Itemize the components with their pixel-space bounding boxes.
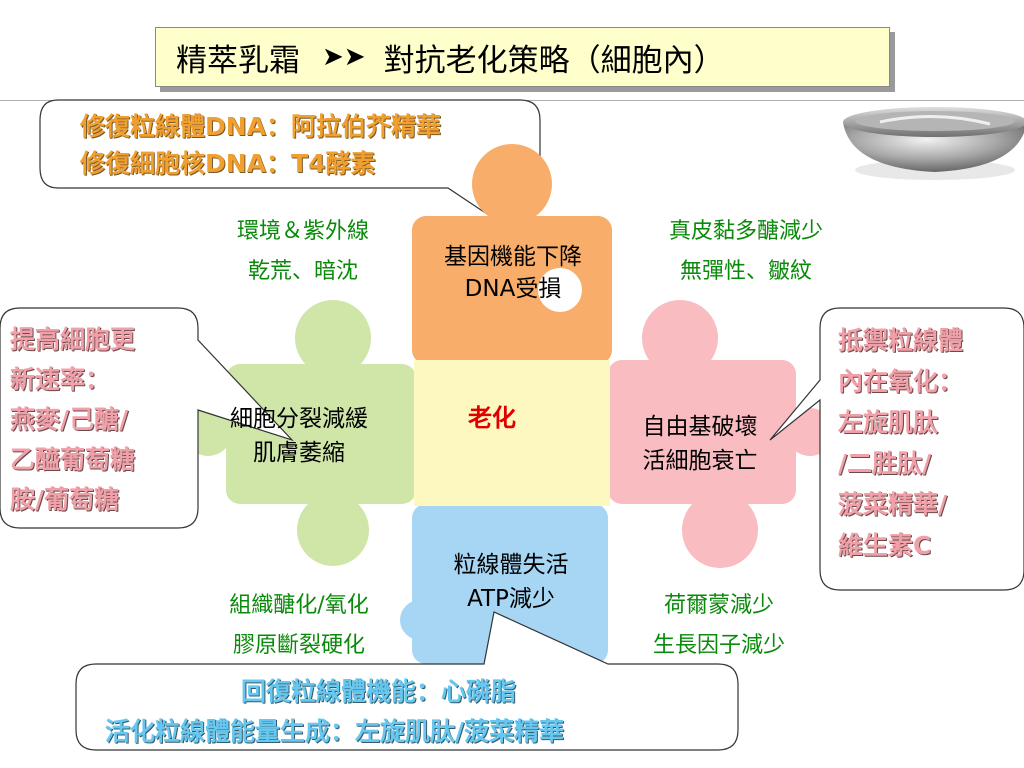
puzzle-top-line: 基因機能下降 (444, 244, 582, 270)
callout-left-bubble (0, 307, 295, 529)
factor-top-left-line: 環境＆紫外線 (236, 219, 369, 244)
callout-right-line: 抵禦粒線體 (838, 326, 964, 355)
callout-left-text: 提高細胞更 新速率： 燕麥/己醣/ 乙醯葡萄糖 胺/葡萄糖 (10, 320, 135, 520)
puzzle-piece-left (184, 300, 416, 566)
title-product: 精萃乳霜 (176, 42, 300, 79)
callout-right-bubble (769, 307, 1024, 591)
callout-right-line: 菠菜精華/ (838, 490, 948, 519)
factor-bottom-left: 組織醣化/氧化 膠原斷裂硬化 (196, 586, 402, 666)
callout-bottom-line-1: 回復粒線體機能：心磷脂 (241, 677, 517, 706)
callout-bottom-bubble (75, 611, 739, 751)
factor-top-left: 環境＆紫外線 乾荒、暗沈 (208, 212, 398, 292)
callout-bottom-line-2: 活化粒線體能量生成：左旋肌肽/菠菜精華 (105, 717, 565, 746)
callout-right-line: /二胜肽/ (838, 449, 932, 478)
callout-right-text: 抵禦粒線體 內在氧化： 左旋肌肽 /二胜肽/ 菠菜精華/ 維生素C (838, 320, 963, 566)
puzzle-piece-top (412, 144, 612, 364)
puzzle-top-label: 基因機能下降 DNA受損 (416, 241, 610, 305)
factor-top-right: 真皮黏多醣減少 無彈性、皺紋 (636, 212, 856, 292)
factor-bottom-left-line: 組織醣化/氧化 (229, 593, 369, 618)
factor-top-right-line: 無彈性、皺紋 (679, 259, 812, 284)
puzzle-right-line: 活細胞衰亡 (642, 448, 758, 474)
puzzle-piece-center (400, 268, 610, 640)
factor-bottom-right-line: 荷爾蒙減少 (663, 593, 774, 618)
puzzle-bottom-line: 粒線體失活 (453, 552, 569, 578)
callout-top-line: 修復粒線體DNA：阿拉伯芥精華 (80, 112, 442, 141)
puzzle-left-label: 細胞分裂減緩 肌膚萎縮 (202, 402, 396, 470)
puzzle-center-label: 老化 (468, 404, 516, 432)
callout-left-line: 乙醯葡萄糖 (10, 445, 136, 474)
callout-left-line: 提高細胞更 (10, 325, 136, 354)
factor-top-left-line: 乾荒、暗沈 (247, 259, 358, 284)
factor-top-right-line: 真皮黏多醣減少 (668, 219, 823, 244)
factor-bottom-right-line: 生長因子減少 (652, 633, 785, 658)
callout-left-line: 新速率： (10, 365, 111, 394)
puzzle-left-line: 細胞分裂減緩 (230, 406, 368, 432)
puzzle-top-line: DNA受損 (464, 276, 562, 302)
title-arrows-icon: ➤➤ (322, 42, 366, 72)
factor-bottom-left-line: 膠原斷裂硬化 (232, 633, 365, 658)
puzzle-left-line: 肌膚萎縮 (253, 440, 345, 466)
callout-right-line: 內在氧化： (838, 367, 964, 396)
callout-top-line: 修復細胞核DNA：T4酵素 (80, 149, 376, 178)
factor-bottom-right: 荷爾蒙減少 生長因子減少 (624, 586, 814, 666)
cream-jar-icon (843, 107, 1024, 180)
puzzle-right-line: 自由基破壞 (642, 414, 758, 440)
callout-right-line: 維生素C (838, 531, 932, 560)
callout-left-line: 燕麥/己醣/ (10, 405, 129, 434)
puzzle-bottom-label: 粒線體失活 ATP減少 (414, 548, 608, 616)
slide-title: 精萃乳霜 ➤➤ 對抗老化策略（細胞內） (155, 27, 890, 87)
puzzle-bottom-line: ATP減少 (467, 586, 555, 612)
title-strategy: 對抗老化策略（細胞內） (383, 42, 725, 79)
callout-left-line: 胺/葡萄糖 (10, 485, 120, 514)
puzzle-piece-right (608, 300, 834, 568)
callout-top-text: 修復粒線體DNA：阿拉伯芥精華 修復細胞核DNA：T4酵素 (80, 108, 441, 182)
puzzle-right-label: 自由基破壞 活細胞衰亡 (612, 410, 788, 478)
callout-right-line: 左旋肌肽 (838, 408, 939, 437)
